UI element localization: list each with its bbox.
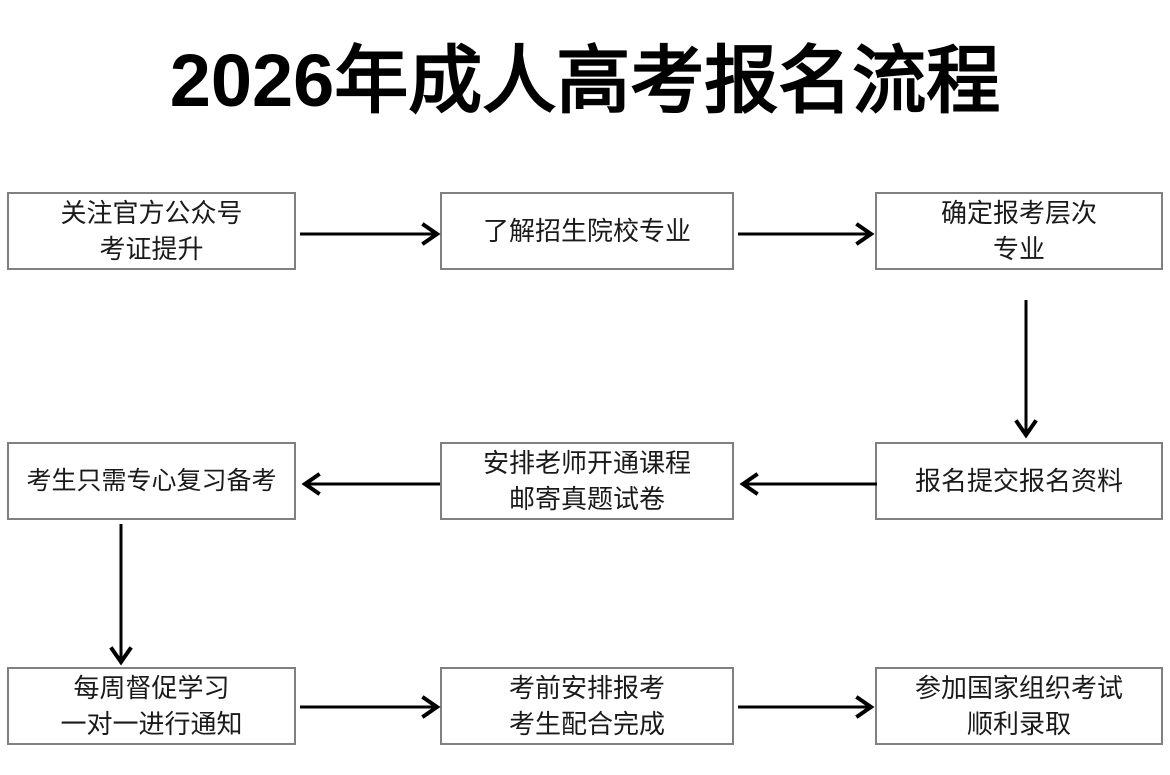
arrow-n3-to-n6 <box>1014 300 1038 440</box>
arrow-n5-to-n4 <box>300 472 440 496</box>
node-text-line: 报名提交报名资料 <box>914 466 1123 496</box>
node-text-line: 考生只需专心复习备考 <box>26 467 277 495</box>
arrow-n1-to-n2 <box>300 222 442 246</box>
arrow-n2-to-n3 <box>738 222 877 246</box>
node-text-line: 了解招生院校专业 <box>482 216 691 246</box>
node-text-line: 考前安排报考 <box>508 673 665 703</box>
flow-node-learn-schools-majors[interactable]: 了解招生院校专业 <box>440 192 734 270</box>
node-text-line: 每周督促学习 <box>73 673 230 703</box>
node-text-line: 确定报考层次 <box>940 198 1097 228</box>
node-text-line: 邮寄真题试卷 <box>508 484 665 514</box>
flow-node-teacher-course-and-papers[interactable]: 安排老师开通课程 邮寄真题试卷 <box>440 442 734 520</box>
arrow-n8-to-n9 <box>738 695 877 719</box>
flow-node-confirm-level-major[interactable]: 确定报考层次 专业 <box>875 192 1163 270</box>
node-text-line: 关注官方公众号 <box>60 198 243 228</box>
arrow-n7-to-n8 <box>300 695 442 719</box>
node-text-line: 考证提升 <box>99 234 204 264</box>
flow-node-submit-application-materials[interactable]: 报名提交报名资料 <box>875 442 1163 520</box>
page-title: 2026年成人高考报名流程 <box>169 39 1001 122</box>
flow-node-pre-exam-registration[interactable]: 考前安排报考 考生配合完成 <box>440 667 734 745</box>
arrow-n4-to-n7 <box>109 524 133 667</box>
node-text-line: 一对一进行通知 <box>60 709 243 739</box>
node-text-line: 参加国家组织考试 <box>914 673 1123 703</box>
node-text-line: 顺利录取 <box>966 709 1071 739</box>
flow-node-student-focus-review[interactable]: 考生只需专心复习备考 <box>7 442 296 520</box>
node-text-line: 专业 <box>992 234 1045 264</box>
flow-node-follow-official-account[interactable]: 关注官方公众号 考证提升 <box>7 192 296 270</box>
flow-node-weekly-study-supervision[interactable]: 每周督促学习 一对一进行通知 <box>7 667 296 745</box>
node-text-line: 考生配合完成 <box>508 709 665 739</box>
flow-node-take-national-exam[interactable]: 参加国家组织考试 顺利录取 <box>875 667 1163 745</box>
arrow-n6-to-n5 <box>738 472 877 496</box>
node-text-line: 安排老师开通课程 <box>482 448 691 478</box>
